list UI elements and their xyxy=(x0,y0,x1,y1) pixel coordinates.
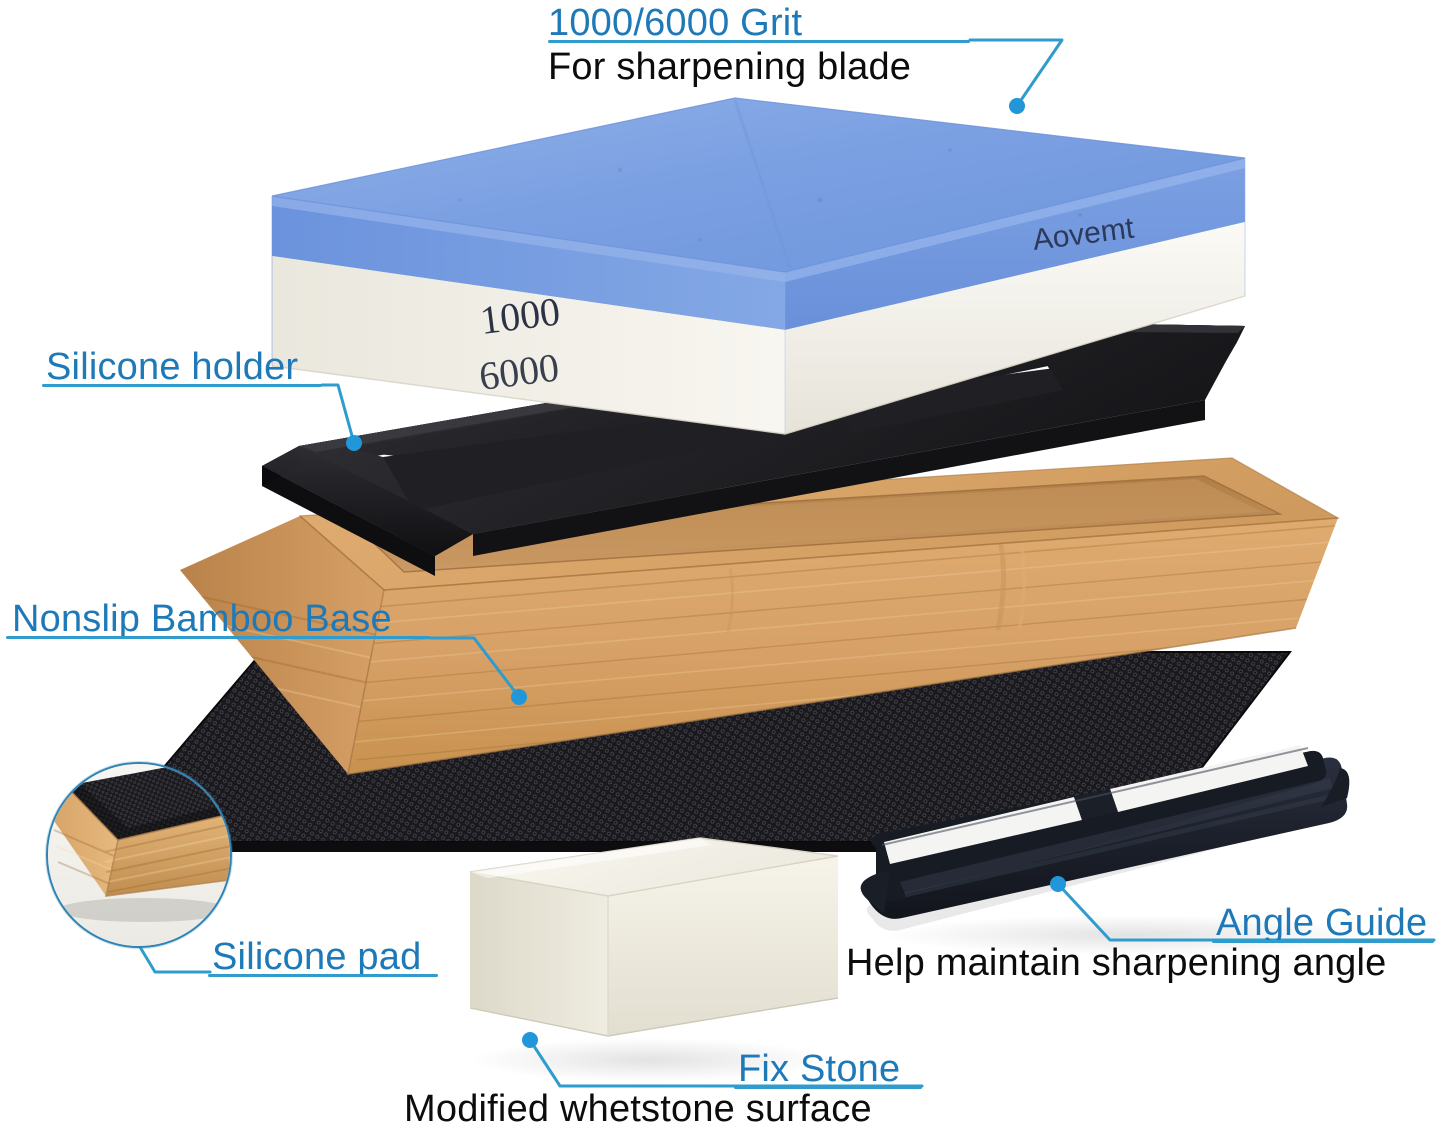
anchor-dot-fix-stone xyxy=(522,1032,538,1048)
callout-angle-guide-underline xyxy=(1212,940,1434,943)
callout-base-title: Nonslip Bamboo Base xyxy=(12,598,392,640)
grit-6000-text: 6000 xyxy=(477,344,562,399)
silicone-pad-magnifier-inset xyxy=(46,762,232,948)
anchor-dot-grit xyxy=(1009,98,1025,114)
callout-grit-underline xyxy=(548,40,970,43)
anchor-dot-base xyxy=(511,689,527,705)
anchor-dot-angle-guide xyxy=(1050,876,1066,892)
callout-base-underline xyxy=(6,636,430,639)
callout-angle-guide-title: Angle Guide xyxy=(1216,902,1428,944)
grit-1000-text: 1000 xyxy=(478,288,563,343)
callout-pad-title: Silicone pad xyxy=(212,936,422,978)
callout-angle-guide-subtitle: Help maintain sharpening angle xyxy=(846,942,1387,984)
callout-pad-underline xyxy=(208,974,438,977)
whetstone-illustration: Aovemt 1000 6000 xyxy=(271,97,1246,435)
callout-fix-stone-subtitle: Modified whetstone surface xyxy=(404,1088,872,1130)
callout-fix-stone-underline xyxy=(734,1086,922,1089)
fix-stone-illustration xyxy=(469,837,839,1037)
callout-anchor-dots xyxy=(346,98,1066,1048)
callout-holder-title: Silicone holder xyxy=(46,346,299,388)
callout-fix-stone-title: Fix Stone xyxy=(738,1048,901,1090)
callout-grit-subtitle: For sharpening blade xyxy=(548,46,912,88)
anchor-dot-holder xyxy=(346,435,362,451)
magnifier-inset-art xyxy=(48,764,230,946)
bamboo-base-illustration xyxy=(180,457,1341,775)
angle-guide-illustration xyxy=(860,745,1350,931)
callout-grit-title: 1000/6000 Grit xyxy=(548,2,803,44)
callout-holder-underline xyxy=(42,384,322,387)
